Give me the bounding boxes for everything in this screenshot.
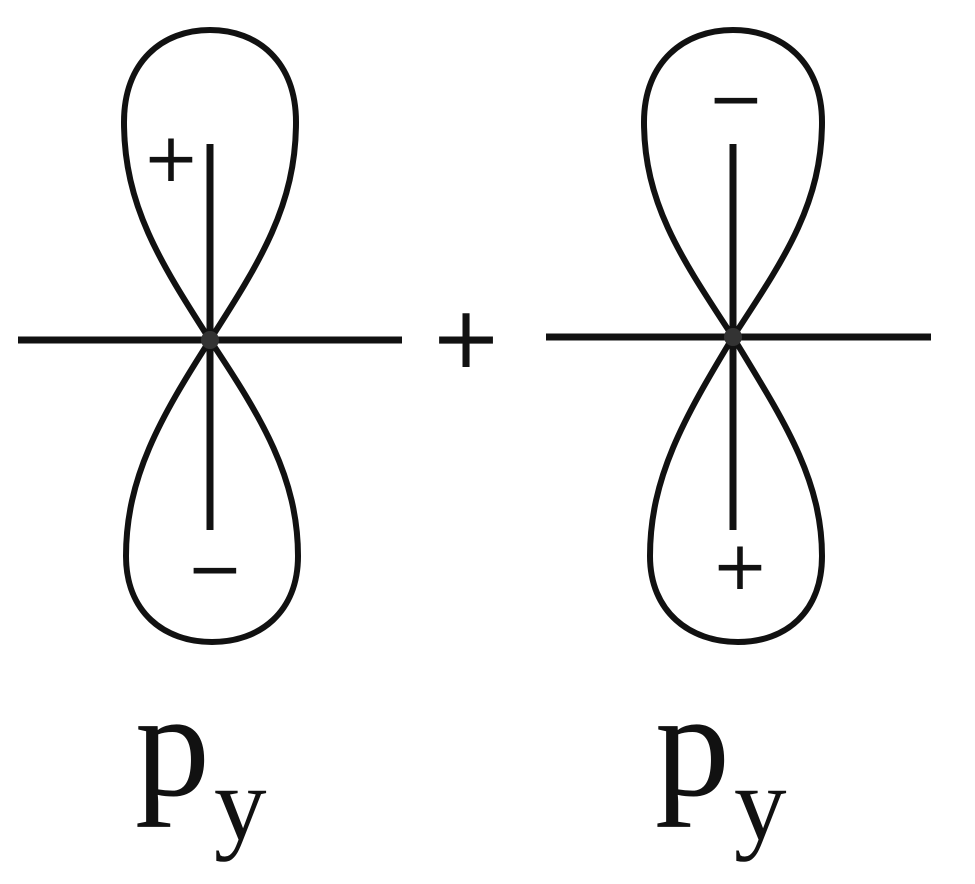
orbital-subscript: y: [734, 745, 787, 862]
lower-lobe: [646, 331, 826, 646]
orbital-letter: p: [655, 662, 730, 828]
nucleus-node: [724, 328, 742, 346]
orbital-right: − + py: [546, 26, 931, 862]
upper-lobe: [640, 26, 826, 343]
orbital-left: + − py: [18, 26, 402, 862]
upper-sign: +: [143, 119, 200, 198]
orbital-label: py: [655, 662, 787, 862]
lower-sign: −: [187, 530, 244, 609]
orbital-subscript: y: [214, 745, 267, 862]
upper-lobe: [120, 26, 300, 346]
nucleus-node: [201, 331, 219, 349]
orbital-letter: p: [135, 662, 210, 828]
lower-sign: +: [712, 527, 769, 606]
orbital-label: py: [135, 662, 267, 862]
lower-lobe: [122, 334, 302, 646]
upper-sign: −: [708, 60, 765, 139]
plus-operator: +: [430, 288, 502, 388]
